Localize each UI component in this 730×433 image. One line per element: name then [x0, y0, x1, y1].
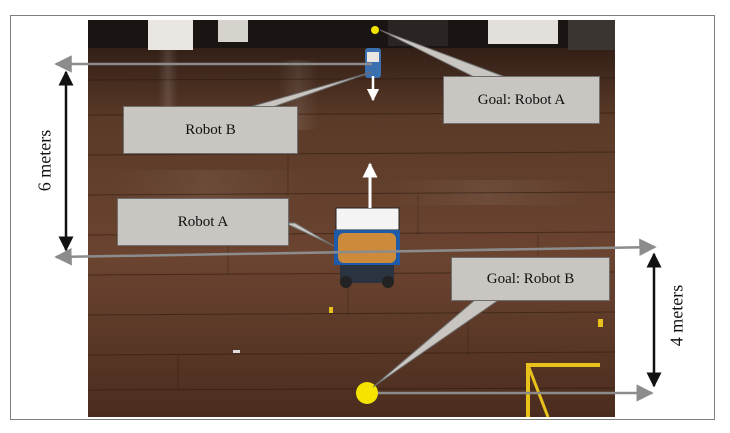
robot-a-callout: Robot A: [117, 198, 289, 246]
goal-a-callout: Goal: Robot A: [443, 76, 600, 124]
goal-b-dot: [356, 382, 378, 404]
goal-b-label: Goal: Robot B: [486, 270, 575, 287]
dist-left-label: 6 meters: [34, 129, 55, 192]
goal-a-pointer: [379, 29, 509, 79]
robot-b-pointer: [245, 71, 373, 109]
dist-right-label: 4 meters: [666, 284, 687, 347]
goal-b-callout: Goal: Robot B: [451, 257, 610, 301]
robot-a-line: [54, 238, 657, 266]
robot-b-figure: [365, 48, 381, 78]
figure-frame: [10, 15, 715, 420]
robot-a-label: Robot A: [177, 213, 229, 230]
robot-a-pointer: [284, 222, 335, 247]
goal-b-pointer: [372, 298, 502, 388]
robot-b-callout: Robot B: [123, 106, 298, 154]
goal-a-dot: [371, 26, 379, 34]
robot-b-label: Robot B: [185, 121, 236, 138]
goal-a-label: Goal: Robot A: [477, 91, 566, 108]
